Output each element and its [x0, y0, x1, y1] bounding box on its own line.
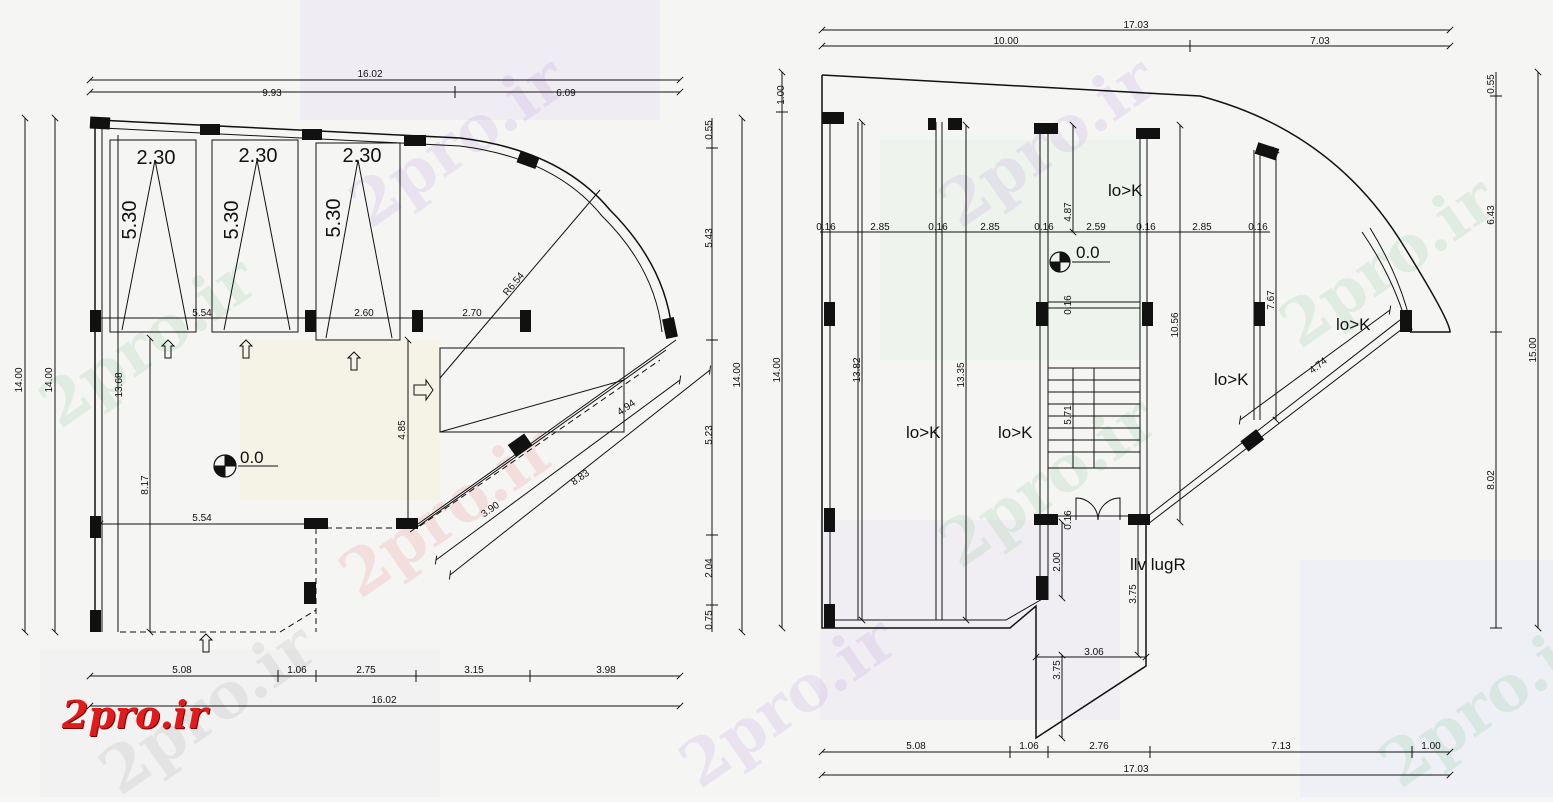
rp-door-dim: 0.16 — [1063, 510, 1074, 530]
room-label-4: lo>K — [1214, 370, 1249, 389]
rp-bottom-seg-3: 2.76 — [1089, 741, 1109, 752]
rp-col-dim-3: 10.56 — [1170, 312, 1181, 337]
rp-right-height: 15.00 — [1528, 337, 1539, 362]
lp-bottom-seg-5: 3.98 — [596, 665, 616, 676]
bay-width-label-1: 2.30 — [137, 147, 176, 169]
lobby-label: llv lugR — [1130, 555, 1186, 574]
rp-bottom-seg-2: 1.06 — [1019, 741, 1039, 752]
bay-length-label-1: 5.30 — [119, 201, 141, 240]
rp-stair-small-dim: 0.16 — [1063, 295, 1074, 315]
rp-grid-dim-9: 0.16 — [1248, 222, 1268, 233]
rp-right-top-dim: 0.55 — [1486, 74, 1497, 94]
lp-bottom-seg-1: 5.08 — [172, 665, 192, 676]
lp-left-height-outer: 14.00 — [14, 367, 25, 392]
room-label-1: lo>K — [1108, 181, 1143, 200]
lp-left-wall-inner: 13.68 — [114, 372, 125, 397]
lp-row-dim-1: 5.54 — [192, 308, 212, 319]
lp-bottom-seg-3: 2.75 — [356, 665, 376, 676]
rp-top-seg-1: 10.00 — [993, 36, 1018, 47]
bay-width-label-3: 2.30 — [343, 145, 382, 167]
rp-grid-dim-2: 2.85 — [870, 222, 890, 233]
rp-overall-top: 17.03 — [1123, 20, 1148, 31]
rp-grid-dim-5: 0.16 — [1034, 222, 1054, 233]
rp-grid-dim-1: 0.16 — [816, 222, 836, 233]
rp-right-dim-1: 6.43 — [1486, 205, 1497, 225]
lp-ramp-height: 4.85 — [397, 420, 408, 440]
rp-bottom-seg-1: 5.08 — [906, 741, 926, 752]
left-columns — [89, 116, 678, 632]
rp-level-mark: 0.0 — [1076, 243, 1100, 262]
rp-top-left-dim: 1.00 — [776, 85, 787, 105]
rp-col-dim-1: 13.82 — [852, 357, 863, 382]
rp-overall-bottom: 17.03 — [1123, 764, 1148, 775]
rp-grid-dim-7: 0.16 — [1136, 222, 1156, 233]
right-columns — [822, 112, 1412, 628]
rp-stair-run: 5.71 — [1063, 405, 1074, 425]
rp-grid-dim-3: 0.16 — [928, 222, 948, 233]
lp-right-dim-1: 0.55 — [704, 120, 715, 140]
rp-lower-dim-3: 3.75 — [1052, 660, 1063, 680]
rp-grid-dim-4: 2.85 — [980, 222, 1000, 233]
lp-top-seg-2: 6.09 — [556, 88, 576, 99]
right-plan-labels: 17.03 10.00 7.03 1.00 14.00 0.16 2.85 0.… — [772, 20, 1539, 775]
room-label-5: lo>K — [1336, 315, 1371, 334]
rp-col-dim-2: 13.35 — [956, 362, 967, 387]
rp-bottom-width: 3.06 — [1084, 647, 1104, 658]
lp-right-dim-3: 5.23 — [704, 425, 715, 445]
lp-bottom-seg-4: 3.15 — [464, 665, 484, 676]
lp-mid-width: 5.54 — [192, 513, 212, 524]
lp-row-dim-3: 2.70 — [462, 308, 482, 319]
rp-right-dim-2: 8.02 — [1486, 470, 1497, 490]
rp-col-dim-4: 7.67 — [1266, 290, 1277, 310]
rp-grid-dim-6: 2.59 — [1086, 222, 1106, 233]
lp-overall-bottom: 16.02 — [371, 695, 396, 706]
bay-length-label-3: 5.30 — [323, 199, 345, 238]
lp-level-mark: 0.0 — [240, 448, 264, 467]
room-label-2: lo>K — [906, 423, 941, 442]
lp-top-seg-1: 9.93 — [262, 88, 282, 99]
lp-right-dim-5: 0.75 — [704, 610, 715, 630]
right-plan — [776, 26, 1542, 779]
lp-left-height-inner: 14.00 — [44, 367, 55, 392]
lp-right-height: 14.00 — [732, 362, 743, 387]
rp-top-seg-2: 7.03 — [1310, 36, 1330, 47]
lp-vert-inner: 8.17 — [140, 475, 151, 495]
rp-lower-dim-2: 3.75 — [1128, 584, 1139, 604]
lp-row-dim-2: 2.60 — [354, 308, 374, 319]
lp-right-dim-2: 5.43 — [704, 228, 715, 248]
lp-bottom-seg-2: 1.06 — [287, 665, 307, 676]
left-plan — [21, 76, 746, 710]
rp-bottom-seg-5: 1.00 — [1421, 741, 1441, 752]
lp-overall-top: 16.02 — [357, 69, 382, 80]
rp-bottom-seg-4: 7.13 — [1271, 741, 1291, 752]
room-label-3: lo>K — [998, 423, 1033, 442]
brand-logo[interactable]: 2pro.ir — [62, 692, 208, 737]
bay-length-label-2: 5.30 — [221, 201, 243, 240]
rp-stair-top-dim: 4.87 — [1063, 202, 1074, 222]
rp-lower-dim-1: 2.00 — [1052, 552, 1063, 572]
lp-right-dim-4: 2.04 — [704, 558, 715, 578]
rp-grid-dim-8: 2.85 — [1192, 222, 1212, 233]
bay-width-label-2: 2.30 — [239, 145, 278, 167]
rp-left-height: 14.00 — [772, 357, 783, 382]
